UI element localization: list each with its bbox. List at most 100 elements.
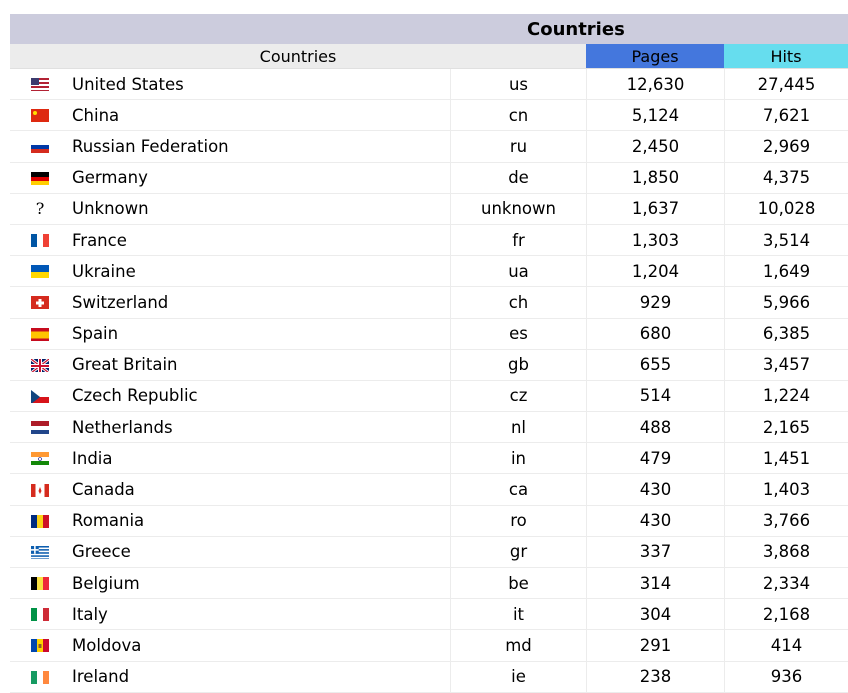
hits-value: 7,621 xyxy=(724,100,848,131)
flag-cell xyxy=(10,443,70,473)
pages-value: 2,450 xyxy=(586,131,724,162)
flag-cell xyxy=(10,537,70,567)
flag-us-icon xyxy=(31,77,49,92)
country-name: Germany xyxy=(72,168,148,188)
table-header: Countries Pages Hits xyxy=(10,44,848,69)
flag-cn-icon xyxy=(31,108,49,123)
flag-md-icon xyxy=(31,638,49,653)
hits-value: 3,868 xyxy=(724,536,848,567)
country-name: India xyxy=(72,448,113,468)
flag-gr-icon xyxy=(31,545,49,559)
country-name: France xyxy=(72,230,127,250)
header-countries: Countries xyxy=(259,46,337,66)
country-name: Romania xyxy=(72,511,145,531)
table-title-bar: Countries xyxy=(10,14,848,44)
pages-value: 291 xyxy=(586,630,724,661)
flag-cell xyxy=(10,662,70,692)
hits-value: 1,403 xyxy=(724,474,848,505)
flag-cell xyxy=(10,412,70,442)
flag-cell: ? xyxy=(10,194,70,224)
hits-value: 936 xyxy=(724,661,848,692)
country-code: be xyxy=(450,568,586,599)
flag-cell xyxy=(10,131,70,161)
country-code: ie xyxy=(450,661,586,692)
pages-value: 5,124 xyxy=(586,100,724,131)
country-name: Czech Republic xyxy=(72,386,198,406)
pages-value: 479 xyxy=(586,443,724,474)
hits-value: 5,966 xyxy=(724,287,848,318)
country-code: fr xyxy=(450,224,586,256)
pages-value: 238 xyxy=(586,661,724,692)
flag-cell xyxy=(10,225,70,255)
country-name: Spain xyxy=(72,324,119,344)
flag-cell xyxy=(10,506,70,536)
hits-value: 27,445 xyxy=(724,69,848,100)
country-code: it xyxy=(450,599,586,630)
hits-value: 3,766 xyxy=(724,505,848,536)
flag-cell xyxy=(10,287,70,317)
country-code: cz xyxy=(450,380,586,412)
question-mark-icon: ? xyxy=(35,199,45,219)
country-code: cn xyxy=(450,100,586,131)
flag-cell xyxy=(10,568,70,598)
flag-cell xyxy=(10,630,70,660)
country-code: us xyxy=(450,69,586,100)
pages-value: 1,850 xyxy=(586,162,724,193)
country-name: Ireland xyxy=(72,667,130,687)
header-pages: Pages xyxy=(586,44,724,68)
flag-ch-icon xyxy=(31,295,49,310)
flag-cell xyxy=(10,350,70,380)
header-hits: Hits xyxy=(724,44,848,68)
pages-value: 430 xyxy=(586,474,724,505)
flag-nl-icon xyxy=(31,420,49,435)
country-name: Switzerland xyxy=(72,292,169,312)
country-code: ru xyxy=(450,131,586,162)
pages-value: 430 xyxy=(586,505,724,536)
flag-it-icon xyxy=(31,607,49,622)
pages-value: 337 xyxy=(586,536,724,567)
flag-ua-icon xyxy=(31,264,49,279)
flag-ro-icon xyxy=(31,514,49,528)
country-code: nl xyxy=(450,412,586,443)
flag-cell xyxy=(10,381,70,411)
hits-value: 2,969 xyxy=(724,131,848,162)
country-code: ro xyxy=(450,505,586,536)
country-code: ca xyxy=(450,474,586,505)
country-code: ch xyxy=(450,287,586,318)
hits-value: 2,168 xyxy=(724,599,848,630)
country-name: Ukraine xyxy=(72,261,136,281)
country-name: United States xyxy=(72,74,184,94)
country-code: gr xyxy=(450,536,586,567)
flag-cell xyxy=(10,69,70,99)
flag-cell xyxy=(10,474,70,504)
flag-cz-icon xyxy=(31,389,49,403)
hits-value: 414 xyxy=(724,630,848,661)
hits-value: 3,457 xyxy=(724,349,848,380)
pages-value: 1,204 xyxy=(586,256,724,287)
country-code: es xyxy=(450,318,586,349)
flag-cell xyxy=(10,256,70,286)
country-name: Russian Federation xyxy=(72,136,229,156)
country-name: Italy xyxy=(72,604,108,624)
pages-value: 514 xyxy=(586,380,724,412)
country-code: gb xyxy=(450,349,586,380)
country-code: ua xyxy=(450,256,586,287)
pages-value: 304 xyxy=(586,599,724,630)
pages-value: 488 xyxy=(586,412,724,443)
flag-gb-icon xyxy=(31,357,49,372)
